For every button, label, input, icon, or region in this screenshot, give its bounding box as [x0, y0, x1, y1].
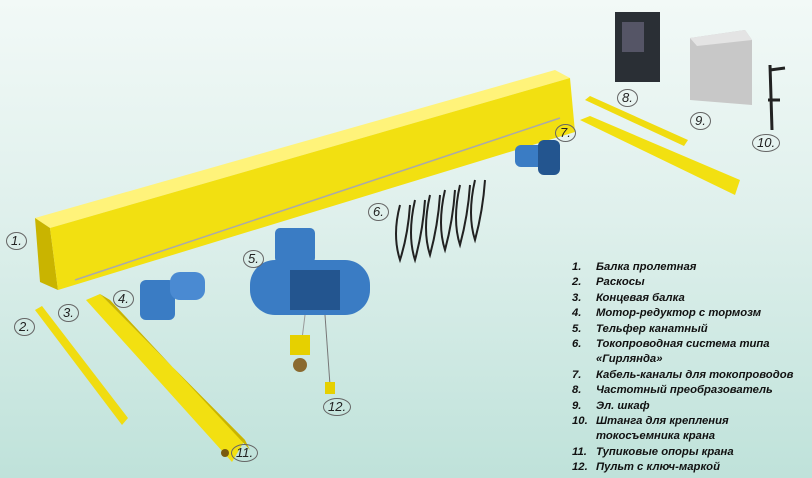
callout-12: 12. — [323, 398, 352, 416]
parts-legend: 1.Балка пролетная 2.Раскосы 3.Концевая б… — [572, 260, 793, 476]
callout-2: 2. — [14, 318, 35, 336]
legend-item: 10.Штанга для крепления токосъемника кра… — [572, 415, 729, 443]
legend-item: 3.Концевая балка — [572, 291, 685, 304]
legend-item: 11.Тупиковые опоры крана — [572, 445, 734, 458]
legend-item: 2.Раскосы — [572, 276, 645, 289]
span-beam — [35, 70, 575, 290]
callout-6: 6. — [368, 203, 389, 221]
callout-1: 1. — [6, 232, 27, 250]
frequency-inverter — [615, 12, 660, 82]
brace — [35, 306, 128, 425]
legend-item: 12.Пульт с ключ-маркой — [572, 461, 720, 474]
callout-4: 4. — [113, 290, 134, 308]
callout-9: 9. — [690, 112, 711, 130]
callout-3: 3. — [58, 304, 79, 322]
end-beam-right — [580, 96, 740, 195]
callout-7: 7. — [555, 124, 576, 142]
collector-bar — [768, 64, 786, 131]
legend-item: 4.Мотор-редуктор с тормозм — [572, 307, 762, 320]
callout-5: 5. — [243, 250, 264, 268]
legend-item: 9.Эл. шкаф — [572, 399, 650, 412]
legend-item: 5.Тельфер канатный — [572, 322, 708, 335]
callout-10: 10. — [752, 134, 781, 152]
legend-item: 8.Частотный преобразователь — [572, 384, 773, 397]
motor-reducer — [140, 140, 560, 320]
electrical-cabinet — [690, 30, 752, 105]
legend-item: 7.Кабель-каналы для токопроводов — [572, 368, 794, 381]
callout-8: 8. — [617, 89, 638, 107]
callout-11: 11. — [231, 444, 259, 462]
legend-item: 1.Балка пролетная — [572, 261, 697, 273]
legend-item: 6.Токопроводная система типа «Гирлянда» — [572, 338, 770, 366]
end-beam — [86, 294, 250, 462]
festoon-system — [395, 179, 486, 264]
rope-hoist — [250, 228, 370, 394]
